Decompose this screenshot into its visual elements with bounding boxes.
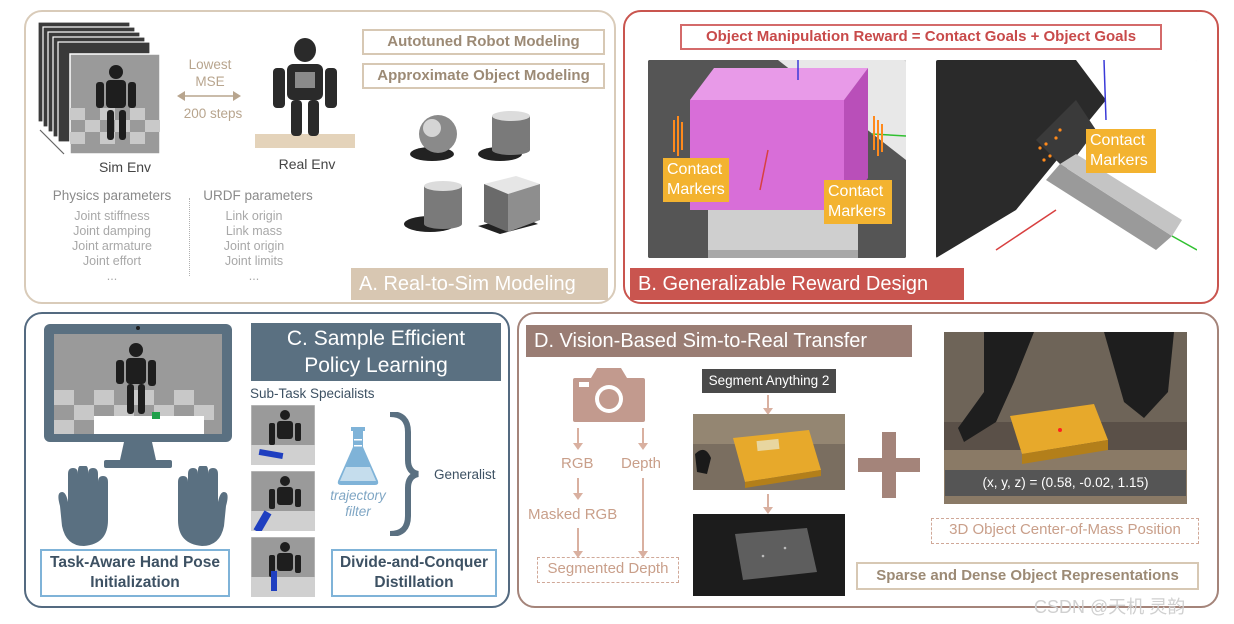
urdf-item: ...	[248, 269, 260, 283]
panel-reward-design	[623, 10, 1219, 304]
autotuned-robot-modeling-label: Autotuned Robot Modeling	[362, 29, 605, 55]
urdf-item: Link origin	[225, 209, 283, 223]
physics-item: Joint armature	[72, 239, 152, 253]
physics-item: Joint stiffness	[74, 209, 150, 223]
sim-hand-image	[936, 60, 1197, 258]
rgb-box-photo	[693, 414, 845, 490]
banner-real-to-sim: A. Real-to-Sim Modeling	[351, 268, 608, 300]
urdf-params-header: URDF parameters	[203, 188, 313, 203]
trajectory-filter-line-1: trajectory	[330, 488, 386, 503]
hand-pose-line-1: Task-Aware Hand Pose	[50, 554, 220, 571]
contact-marker-label: Contact Markers	[824, 180, 892, 224]
trajectory-filter-label: trajectory filter	[322, 488, 394, 520]
urdf-item: Joint limits	[224, 254, 284, 268]
approximate-object-modeling-label: Approximate Object Modeling	[362, 63, 605, 89]
arrow-down	[763, 494, 773, 514]
physics-item: Joint damping	[73, 224, 151, 238]
generalist-label: Generalist	[434, 467, 496, 482]
watermark: CSDN @天机 灵韵	[1034, 597, 1186, 617]
steps-label: 200 steps	[183, 106, 243, 121]
com-position-label: 3D Object Center-of-Mass Position	[931, 518, 1199, 544]
specialist-thumb-3	[251, 537, 315, 597]
depth-box-photo	[693, 514, 845, 596]
divide-conquer-line-1: Divide-and-Conquer	[339, 554, 489, 571]
banner-reward-design: B. Generalizable Reward Design	[630, 268, 964, 300]
double-arrow-icon	[177, 91, 241, 101]
contact-marker-label: Contact Markers	[1086, 129, 1156, 173]
arrow-down	[573, 428, 583, 450]
real-env-label: Real Env	[278, 156, 336, 172]
specialist-thumb-1	[251, 405, 315, 465]
urdf-item: Joint origin	[223, 239, 285, 253]
contact-marker-label: Contact Markers	[663, 158, 729, 202]
panel-policy-learning	[24, 312, 510, 608]
divide-conquer-label: Divide-and-Conquer Distillation	[331, 549, 497, 597]
physics-item: ...	[106, 269, 118, 283]
physics-item: Joint effort	[82, 254, 142, 268]
rgb-label: RGB	[561, 455, 594, 472]
depth-label: Depth	[621, 455, 662, 472]
lowest-label: Lowest	[188, 57, 232, 72]
com-coordinates-readout: (x, y, z) = (0.58, -0.02, 1.15)	[945, 470, 1186, 496]
mse-label: MSE	[195, 74, 225, 89]
param-divider	[189, 198, 190, 276]
sparse-dense-label: Sparse and Dense Object Representations	[856, 562, 1199, 590]
panel-real-to-sim	[24, 10, 616, 304]
physics-params-header: Physics parameters	[52, 188, 172, 203]
sim-env-label: Sim Env	[98, 159, 152, 175]
banner-policy-learning: C. Sample Efficient Policy Learning	[251, 323, 501, 381]
monitor-icon	[44, 324, 232, 468]
policy-banner-line-1: C. Sample Efficient	[286, 327, 466, 350]
urdf-item: Link mass	[225, 224, 283, 238]
hand-pose-line-2: Initialization	[90, 574, 180, 591]
arrow-down	[638, 428, 648, 450]
left-hand-icon	[58, 466, 108, 546]
right-hand-icon	[178, 466, 228, 546]
plus-icon	[858, 432, 920, 498]
banner-sim-to-real: D. Vision-Based Sim-to-Real Transfer	[526, 325, 912, 357]
hand-pose-init-label: Task-Aware Hand Pose Initialization	[40, 549, 230, 597]
arrow-down	[573, 528, 583, 558]
segment-anything-label: Segment Anything 2	[702, 369, 836, 393]
real-robot-image	[255, 38, 355, 148]
sim-env-stack	[37, 21, 161, 155]
brace-icon	[389, 412, 419, 536]
arrow-down	[573, 478, 583, 500]
policy-banner-line-2: Policy Learning	[304, 354, 448, 377]
arrow-down	[638, 478, 648, 558]
specialist-thumb-2	[251, 471, 315, 531]
camera-icon	[573, 368, 645, 422]
sub-task-specialists-label: Sub-Task Specialists	[250, 386, 375, 401]
flask-icon	[337, 427, 379, 485]
masked-rgb-label: Masked RGB	[528, 506, 618, 523]
trajectory-filter-line-2: filter	[345, 504, 371, 519]
panel-sim-to-real	[517, 312, 1219, 608]
reward-title: Object Manipulation Reward = Contact Goa…	[680, 24, 1162, 50]
divide-conquer-line-2: Distillation	[374, 574, 454, 591]
object-primitives	[404, 111, 540, 234]
arrow-down	[763, 395, 773, 415]
segmented-depth-label: Segmented Depth	[537, 557, 679, 583]
